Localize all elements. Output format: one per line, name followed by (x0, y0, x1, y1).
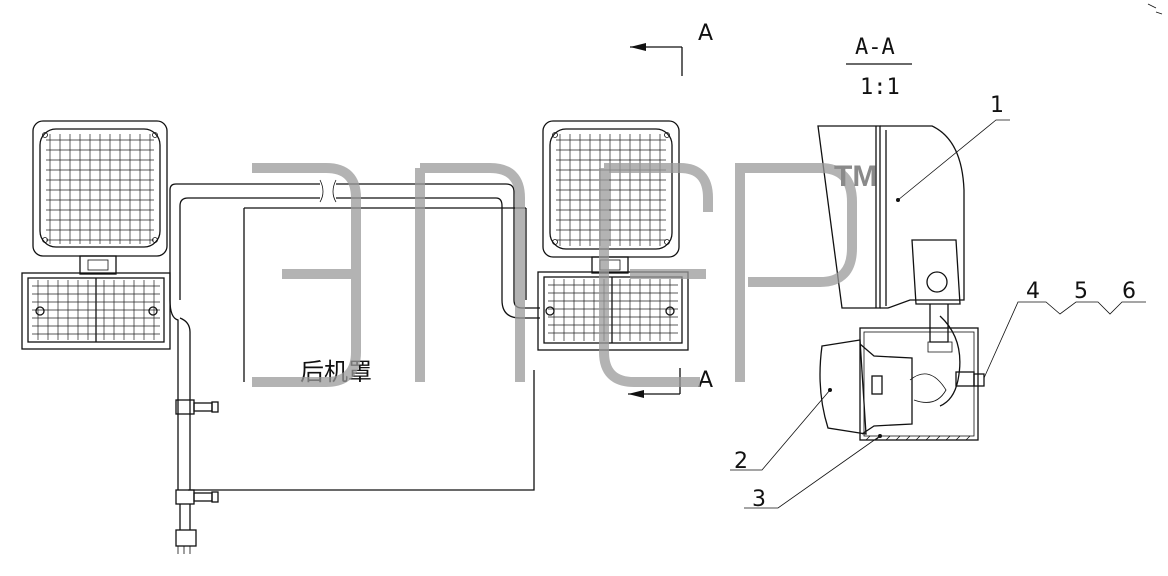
section-marker-top: A (630, 21, 713, 76)
callout-5: 5 (1074, 279, 1088, 304)
rear-hood-outline (188, 207, 535, 491)
lamp-section-view (817, 125, 965, 353)
watermark-logo: TM (252, 160, 877, 387)
bracket-housing (859, 327, 979, 441)
callout-2: 2 (734, 449, 748, 474)
section-scale-text: 1:1 (860, 75, 900, 100)
callout-3: 3 (752, 487, 766, 512)
callout-4: 4 (1026, 279, 1040, 304)
section-letter-top: A (698, 21, 713, 46)
callout-6: 6 (1122, 279, 1136, 304)
wire-harness (169, 179, 540, 554)
callout-1: 1 (990, 93, 1004, 118)
center-marker-lamp (537, 271, 689, 351)
section-marker-bottom: A (628, 368, 713, 398)
section-title: A-A 1:1 (846, 35, 912, 100)
watermark-trademark: TM (834, 160, 877, 193)
left-work-lamp (32, 120, 168, 275)
section-title-text: A-A (855, 35, 895, 60)
section-letter-bottom: A (698, 368, 713, 393)
mounted-lamp (819, 315, 985, 435)
callout-leaders (730, 119, 1146, 509)
corner-mark (1147, 3, 1163, 15)
center-work-lamp (542, 120, 680, 274)
left-marker-lamp (21, 272, 171, 350)
